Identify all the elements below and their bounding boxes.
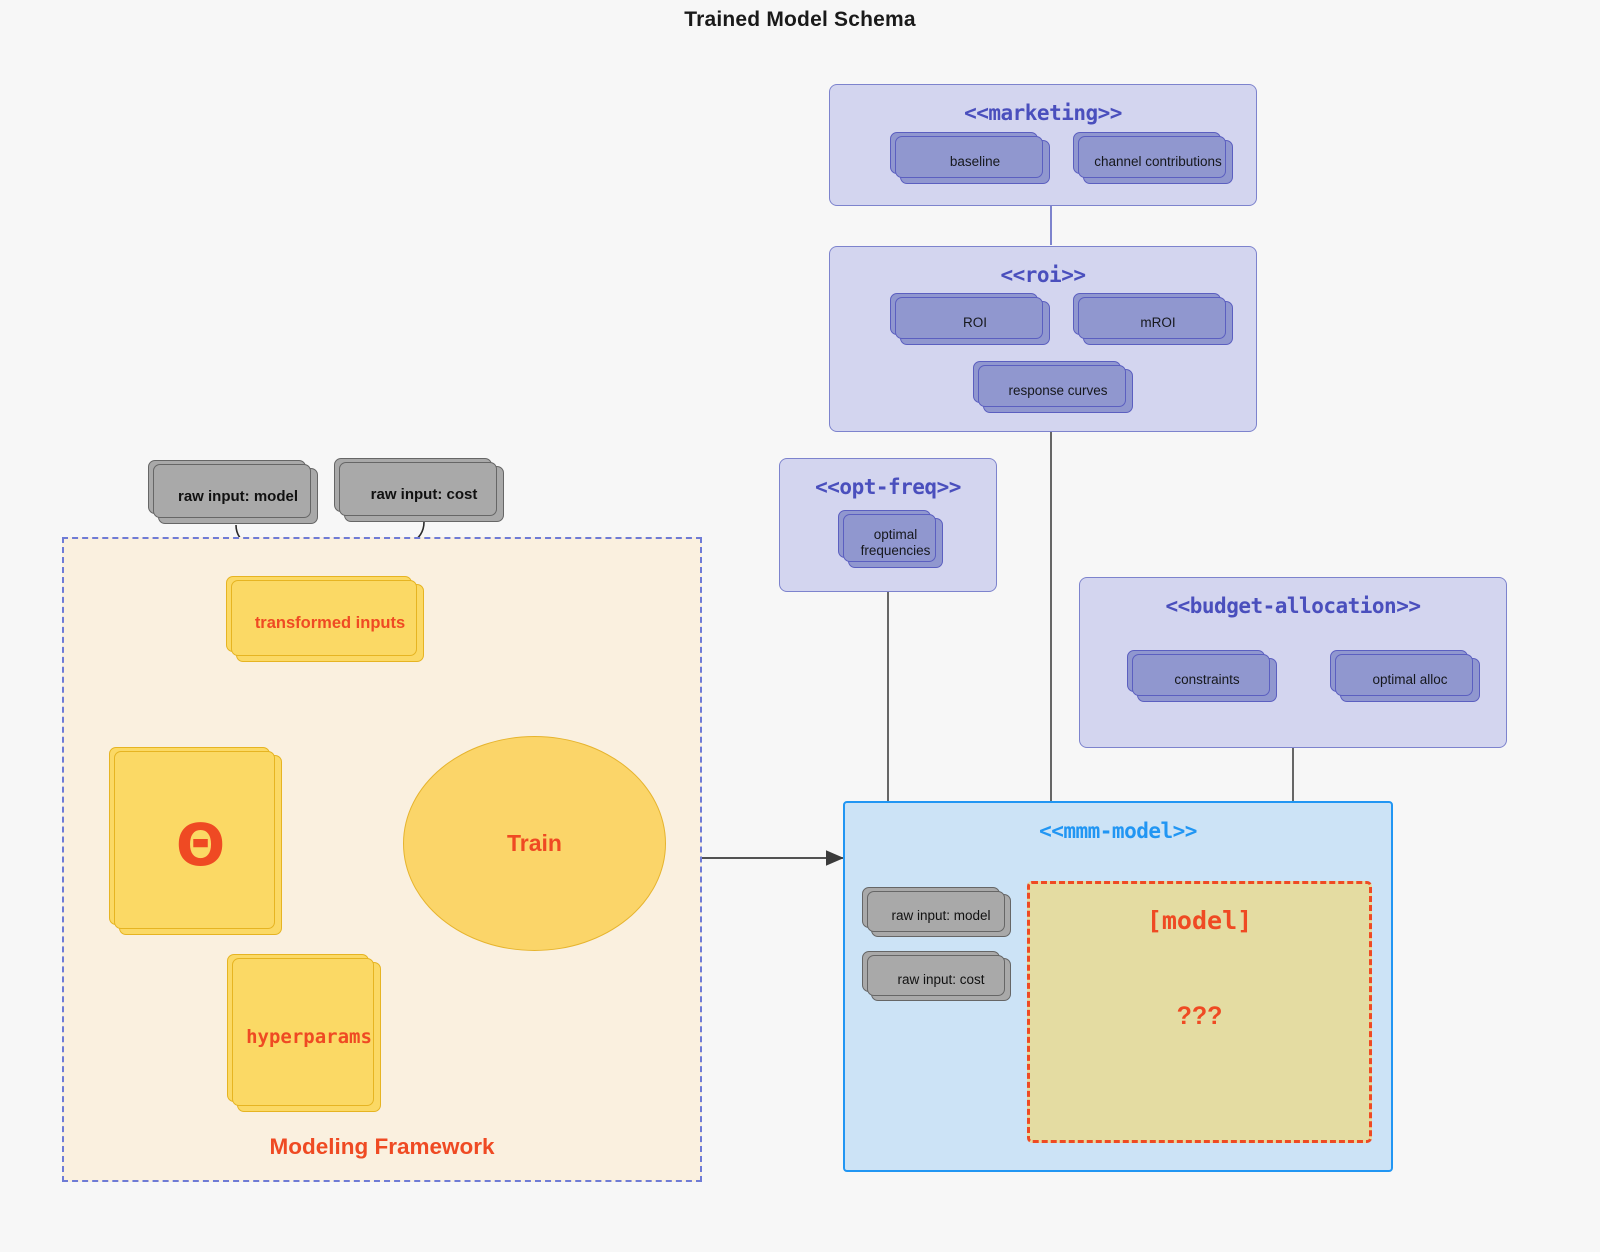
node-constraints-label: constraints: [1174, 672, 1240, 688]
node-optimal-alloc[interactable]: optimal alloc: [1330, 650, 1480, 702]
node-transformed-inputs[interactable]: transformed inputs: [226, 576, 424, 662]
group-budget-allocation-title: <<budget-allocation>>: [1165, 594, 1421, 618]
node-train[interactable]: Train: [403, 736, 666, 951]
node-optimal-frequencies-label: optimal frequencies: [860, 527, 931, 558]
group-roi-title: <<roi>>: [1000, 263, 1086, 287]
node-raw-input-model[interactable]: raw input: model: [148, 460, 318, 524]
node-baseline-label: baseline: [949, 154, 1001, 170]
group-marketing-title: <<marketing>>: [964, 101, 1122, 125]
group-budget-allocation[interactable]: <<budget-allocation>> constraints optima…: [1079, 577, 1507, 748]
node-baseline[interactable]: baseline: [890, 132, 1050, 184]
node-raw-input-cost[interactable]: raw input: cost: [334, 458, 504, 522]
node-channel-contributions-label: channel contributions: [1094, 154, 1222, 170]
node-mmm-raw-input-cost[interactable]: raw input: cost: [862, 951, 1011, 1001]
group-opt-freq[interactable]: <<opt-freq>> optimal frequencies: [779, 458, 997, 592]
node-mroi[interactable]: mROI: [1073, 293, 1233, 345]
node-mmm-raw-input-cost-label: raw input: cost: [897, 972, 985, 987]
node-channel-contributions[interactable]: channel contributions: [1073, 132, 1233, 184]
node-mroi-label: mROI: [1140, 315, 1176, 331]
group-mmm-model-title: <<mmm-model>>: [1039, 819, 1197, 843]
theta-symbol: Θ: [175, 811, 226, 879]
node-roi-label: ROI: [962, 315, 987, 331]
node-train-label: Train: [507, 830, 562, 856]
node-transformed-inputs-label: transformed inputs: [254, 613, 406, 632]
group-marketing[interactable]: <<marketing>> baseline channel contribut…: [829, 84, 1257, 206]
node-raw-input-cost-label: raw input: cost: [370, 485, 478, 503]
node-constraints[interactable]: constraints: [1127, 650, 1277, 702]
node-raw-input-model-label: raw input: model: [178, 487, 298, 505]
model-placeholder-question: ???: [1176, 1002, 1223, 1030]
group-opt-freq-title: <<opt-freq>>: [815, 475, 961, 499]
group-mmm-model[interactable]: <<mmm-model>> raw input: model raw input…: [843, 801, 1393, 1172]
node-mmm-raw-input-model-label: raw input: model: [891, 908, 991, 923]
modeling-framework-label: Modeling Framework: [269, 1134, 495, 1159]
model-placeholder-title: [model]: [1146, 906, 1253, 935]
node-roi[interactable]: ROI: [890, 293, 1050, 345]
node-hyperparams[interactable]: hyperparams: [227, 954, 381, 1112]
node-model-placeholder[interactable]: [model] ???: [1027, 881, 1372, 1143]
group-roi[interactable]: <<roi>> ROI mROI response curves: [829, 246, 1257, 432]
node-optimal-alloc-label: optimal alloc: [1372, 672, 1448, 688]
node-optimal-frequencies[interactable]: optimal frequencies: [838, 510, 943, 568]
node-response-curves-label: response curves: [1008, 383, 1108, 399]
node-hyperparams-label: hyperparams: [246, 1026, 372, 1048]
page-title: Trained Model Schema: [684, 8, 916, 31]
node-theta[interactable]: Θ: [109, 747, 282, 935]
node-mmm-raw-input-model[interactable]: raw input: model: [862, 887, 1011, 937]
node-response-curves[interactable]: response curves: [973, 361, 1133, 413]
